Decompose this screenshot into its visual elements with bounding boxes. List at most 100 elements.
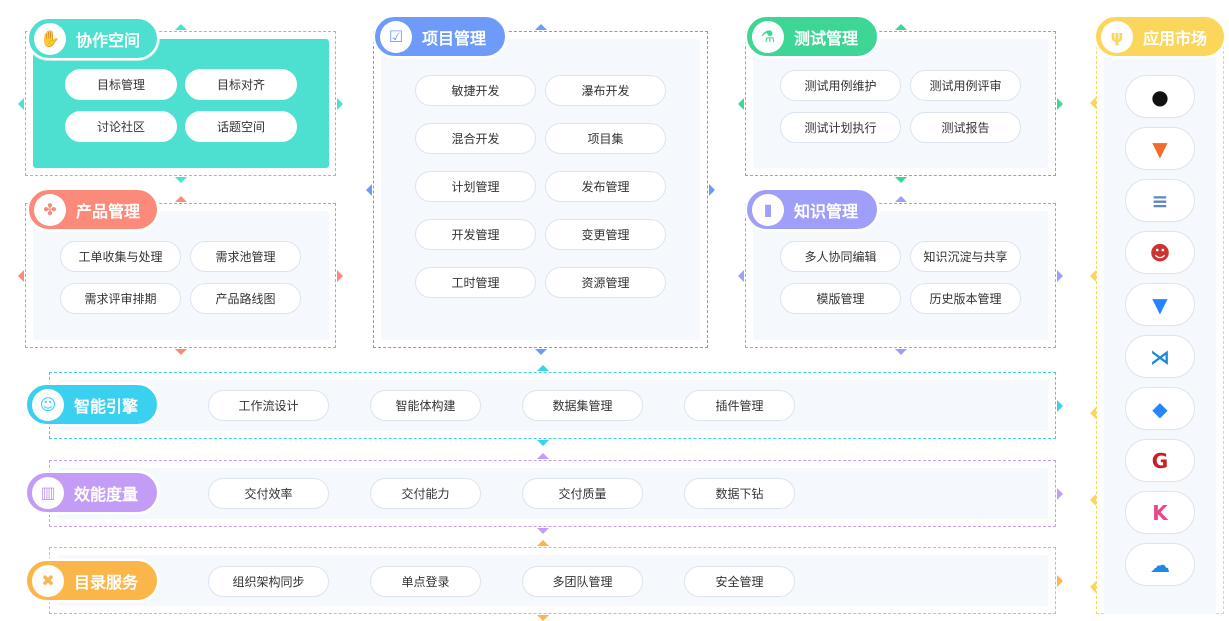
market-title: 应用市场	[1143, 28, 1208, 48]
factory-icon: ▥	[32, 476, 64, 509]
metrics-header: ▥ 效能度量	[25, 471, 159, 514]
ai-item-button[interactable]: 工作流设计	[208, 390, 329, 421]
product-item-button[interactable]: 需求评审排期	[60, 283, 181, 314]
test-panel-body	[753, 39, 1048, 168]
kibana-icon: K	[1152, 500, 1168, 525]
metrics-title: 效能度量	[74, 484, 139, 504]
connector-arrow	[366, 183, 372, 196]
collab-item-button[interactable]: 目标对齐	[185, 69, 297, 100]
directory-item-button[interactable]: 单点登录	[370, 566, 481, 597]
knowledge-title: 知识管理	[794, 201, 859, 221]
connector-arrow	[894, 196, 907, 202]
bitbucket-icon: ▼	[1152, 292, 1168, 317]
test-item-button[interactable]: 测试用例评审	[910, 70, 1021, 101]
app-button[interactable]: ◆	[1125, 387, 1195, 430]
connector-arrow	[174, 177, 187, 183]
connector-arrow	[174, 196, 187, 202]
collab-panel-body	[33, 39, 329, 168]
knowledge-item-button[interactable]: 模版管理	[780, 283, 901, 314]
project-panel	[373, 31, 708, 348]
connector-arrow	[536, 453, 549, 459]
connector-arrow	[1090, 407, 1096, 419]
knowledge-item-button[interactable]: 知识沉淀与共享	[910, 241, 1021, 272]
test-item-button[interactable]: 测试报告	[910, 112, 1021, 143]
connector-arrow	[536, 615, 549, 621]
product-item-button[interactable]: 需求池管理	[190, 241, 301, 272]
connector-arrow	[1057, 269, 1063, 282]
project-item-button[interactable]: 资源管理	[545, 267, 666, 298]
ai-header: ☺ 智能引擎	[25, 383, 159, 426]
project-item-button[interactable]: 开发管理	[415, 219, 536, 250]
app-button[interactable]: ●	[1125, 75, 1195, 118]
metrics-item-button[interactable]: 交付效率	[208, 478, 329, 509]
product-panel	[25, 203, 336, 348]
app-button[interactable]: G	[1125, 439, 1195, 482]
app-button[interactable]: ▼	[1125, 127, 1195, 170]
directory-item-button[interactable]: 组织架构同步	[208, 566, 329, 597]
ai-item-button[interactable]: 数据集管理	[522, 390, 643, 421]
connector-arrow	[534, 349, 547, 355]
ai-title: 智能引擎	[74, 396, 139, 416]
app-button[interactable]: ▼	[1125, 283, 1195, 326]
connector-arrow	[337, 269, 343, 282]
connector-arrow	[1090, 581, 1096, 593]
project-item-button[interactable]: 项目集	[545, 123, 666, 154]
connector-arrow	[1090, 494, 1096, 506]
project-item-button[interactable]: 发布管理	[545, 171, 666, 202]
connector-arrow	[536, 528, 549, 534]
metrics-item-button[interactable]: 交付质量	[522, 478, 643, 509]
github-icon: ●	[1151, 84, 1169, 109]
knowledge-panel-body	[753, 211, 1048, 340]
product-header: ✤ 产品管理	[27, 188, 159, 231]
robot-icon: ☺	[32, 388, 64, 421]
project-item-button[interactable]: 变更管理	[545, 219, 666, 250]
project-item-button[interactable]: 混合开发	[415, 123, 536, 154]
metrics-item-button[interactable]: 数据下钻	[684, 478, 795, 509]
knowledge-item-button[interactable]: 多人协同编辑	[780, 241, 901, 272]
connector-arrow	[738, 97, 744, 110]
metrics-item-button[interactable]: 交付能力	[370, 478, 481, 509]
branch-icon: ψ	[1101, 20, 1133, 53]
ai-item-button[interactable]: 插件管理	[684, 390, 795, 421]
connector-arrow	[1057, 574, 1063, 587]
collab-header: ✋ 协作空间	[27, 17, 159, 60]
app-button[interactable]: K	[1125, 491, 1195, 534]
sonarqube-icon: ≡	[1151, 188, 1169, 213]
test-header: ⚗ 测试管理	[745, 15, 879, 58]
project-item-button[interactable]: 瀑布开发	[545, 75, 666, 106]
collab-title: 协作空间	[76, 30, 141, 50]
directory-header: ✖目录服务	[25, 559, 159, 602]
connector-arrow	[894, 24, 907, 30]
directory-item-button[interactable]: 多团队管理	[522, 566, 643, 597]
app-button[interactable]: ☁	[1125, 543, 1195, 586]
project-item-button[interactable]: 计划管理	[415, 171, 536, 202]
collab-item-button[interactable]: 话题空间	[185, 111, 297, 142]
connector-arrow	[738, 269, 744, 282]
product-panel-body	[33, 211, 329, 340]
flask-icon: ⚗	[752, 20, 784, 53]
connector-arrow	[534, 24, 547, 30]
app-button[interactable]: ≡	[1125, 179, 1195, 222]
handshake-icon: ✋	[34, 22, 66, 55]
product-title: 产品管理	[76, 201, 141, 221]
jenkins-icon: ☻	[1149, 240, 1171, 265]
product-item-button[interactable]: 产品路线图	[190, 283, 301, 314]
app-button[interactable]: ☻	[1125, 231, 1195, 274]
knowledge-item-button[interactable]: 历史版本管理	[910, 283, 1021, 314]
connector-arrow	[174, 349, 187, 355]
collab-item-button[interactable]: 讨论社区	[65, 111, 177, 142]
app-button[interactable]: ⋊	[1125, 335, 1195, 378]
connector-arrow	[536, 540, 549, 546]
connector-arrow	[709, 183, 715, 196]
project-item-button[interactable]: 敏捷开发	[415, 75, 536, 106]
directory-item-button[interactable]: 安全管理	[684, 566, 795, 597]
connector-arrow	[894, 349, 907, 355]
test-title: 测试管理	[794, 28, 859, 48]
ai-item-button[interactable]: 智能体构建	[370, 390, 481, 421]
product-item-button[interactable]: 工单收集与处理	[60, 241, 181, 272]
test-item-button[interactable]: 测试计划执行	[780, 112, 901, 143]
clover-icon: ✤	[34, 193, 66, 226]
project-item-button[interactable]: 工时管理	[415, 267, 536, 298]
test-item-button[interactable]: 测试用例维护	[780, 70, 901, 101]
collab-item-button[interactable]: 目标管理	[65, 69, 177, 100]
